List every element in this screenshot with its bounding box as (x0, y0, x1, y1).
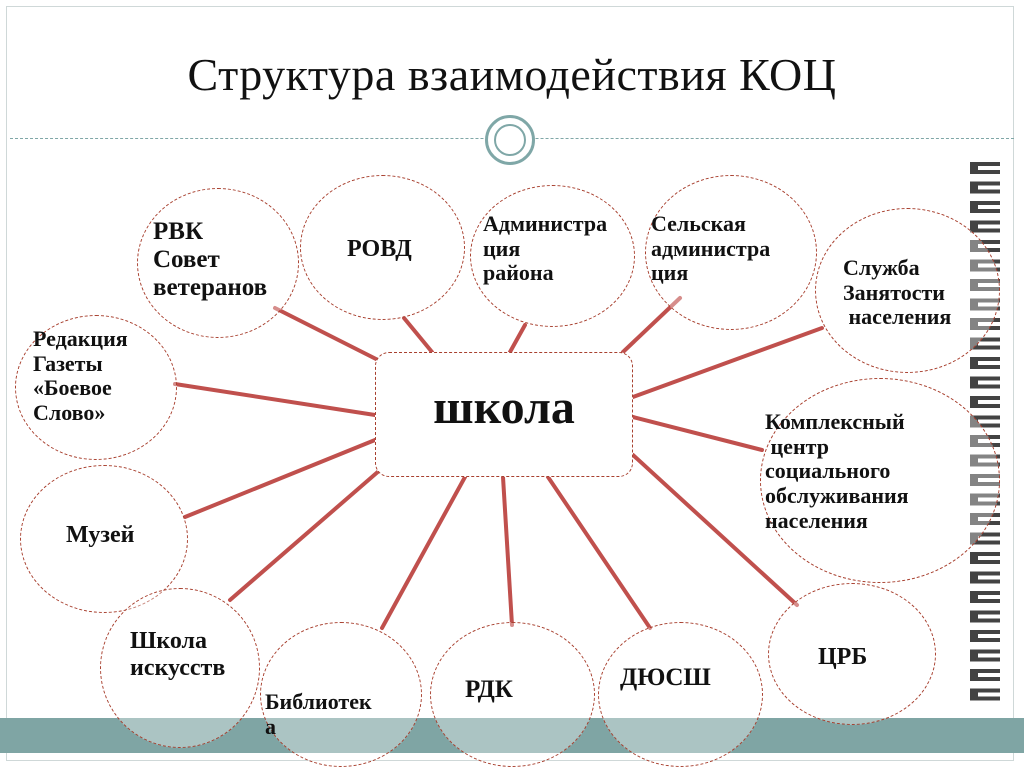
connector-sluzhba (631, 326, 824, 399)
ring-ornament-icon (485, 115, 535, 165)
ring-ornament-inner (494, 124, 526, 156)
connector-muzey (183, 438, 377, 519)
node-circle-rdk (430, 622, 595, 767)
connector-rdk (501, 475, 514, 627)
edge-pattern-segment (970, 571, 1000, 584)
node-label-admin-rayona: Администра ция района (483, 211, 608, 286)
node-label-shkola-iskusstv: Школа искусств (130, 628, 226, 681)
node-circle-admin-rayona (470, 185, 635, 327)
node-label-muzey: Музей (66, 522, 135, 548)
node-label-crb: ЦРБ (818, 644, 868, 670)
edge-pattern-segment (970, 396, 1000, 408)
edge-pattern-segment (970, 181, 1000, 194)
node-circle-sluzhba (815, 208, 1000, 373)
connector-dyussh (546, 475, 652, 630)
edge-pattern-segment (970, 376, 1000, 389)
node-circle-crb (768, 583, 936, 725)
edge-pattern-segment (970, 630, 1000, 642)
page-title: Структура взаимодействия КОЦ (187, 49, 837, 100)
connector-shkola-iskusstv (228, 468, 382, 602)
node-circle-biblioteka (260, 622, 422, 767)
node-circle-selskaya-admin (645, 175, 817, 330)
edge-pattern-segment (970, 220, 1000, 233)
connector-redaktsiya (173, 382, 377, 417)
node-circle-dyussh (598, 622, 763, 767)
node-label-rvk: РВК Совет ветеранов (153, 218, 268, 301)
connector-kcson (631, 415, 764, 452)
node-circle-muzey (20, 465, 188, 613)
center-box (375, 352, 633, 477)
connector-biblioteka (380, 475, 467, 630)
edge-pattern-segment (970, 610, 1000, 623)
edge-pattern-segment (970, 649, 1000, 662)
edge-pattern-segment (970, 552, 1000, 564)
node-label-biblioteka: Библиотек а (265, 689, 372, 739)
node-label-rdk: РДК (465, 676, 513, 703)
node-label-dyussh: ДЮСШ (620, 664, 711, 691)
node-label-rovd: РОВД (347, 236, 412, 262)
connector-admin-rayona (508, 323, 527, 354)
node-label-redaktsiya: Редакция Газеты «Боевое Слово» (33, 326, 128, 425)
edge-pattern-segment (970, 357, 1000, 369)
center-label: школа (433, 381, 575, 434)
node-circle-redaktsiya (15, 315, 177, 460)
connector-rovd (402, 316, 434, 354)
node-circle-rovd (300, 175, 465, 320)
connector-rvk (273, 306, 380, 362)
edge-pattern-segment (970, 688, 1000, 701)
edge-pattern-segment (970, 162, 1000, 174)
node-circle-shkola-iskusstv (100, 588, 260, 748)
node-circle-kcson (760, 378, 1000, 583)
node-label-kcson: Комплексный центр социального обслуживан… (765, 409, 909, 533)
node-circle-rvk (137, 188, 299, 338)
edge-pattern-segment (970, 669, 1000, 681)
connector-crb (631, 453, 799, 607)
node-label-selskaya-admin: Сельская администра ция (651, 211, 771, 286)
edge-pattern-segment (970, 201, 1000, 213)
node-label-sluzhba: Служба Занятости населения (843, 255, 952, 330)
edge-pattern-segment (970, 591, 1000, 603)
